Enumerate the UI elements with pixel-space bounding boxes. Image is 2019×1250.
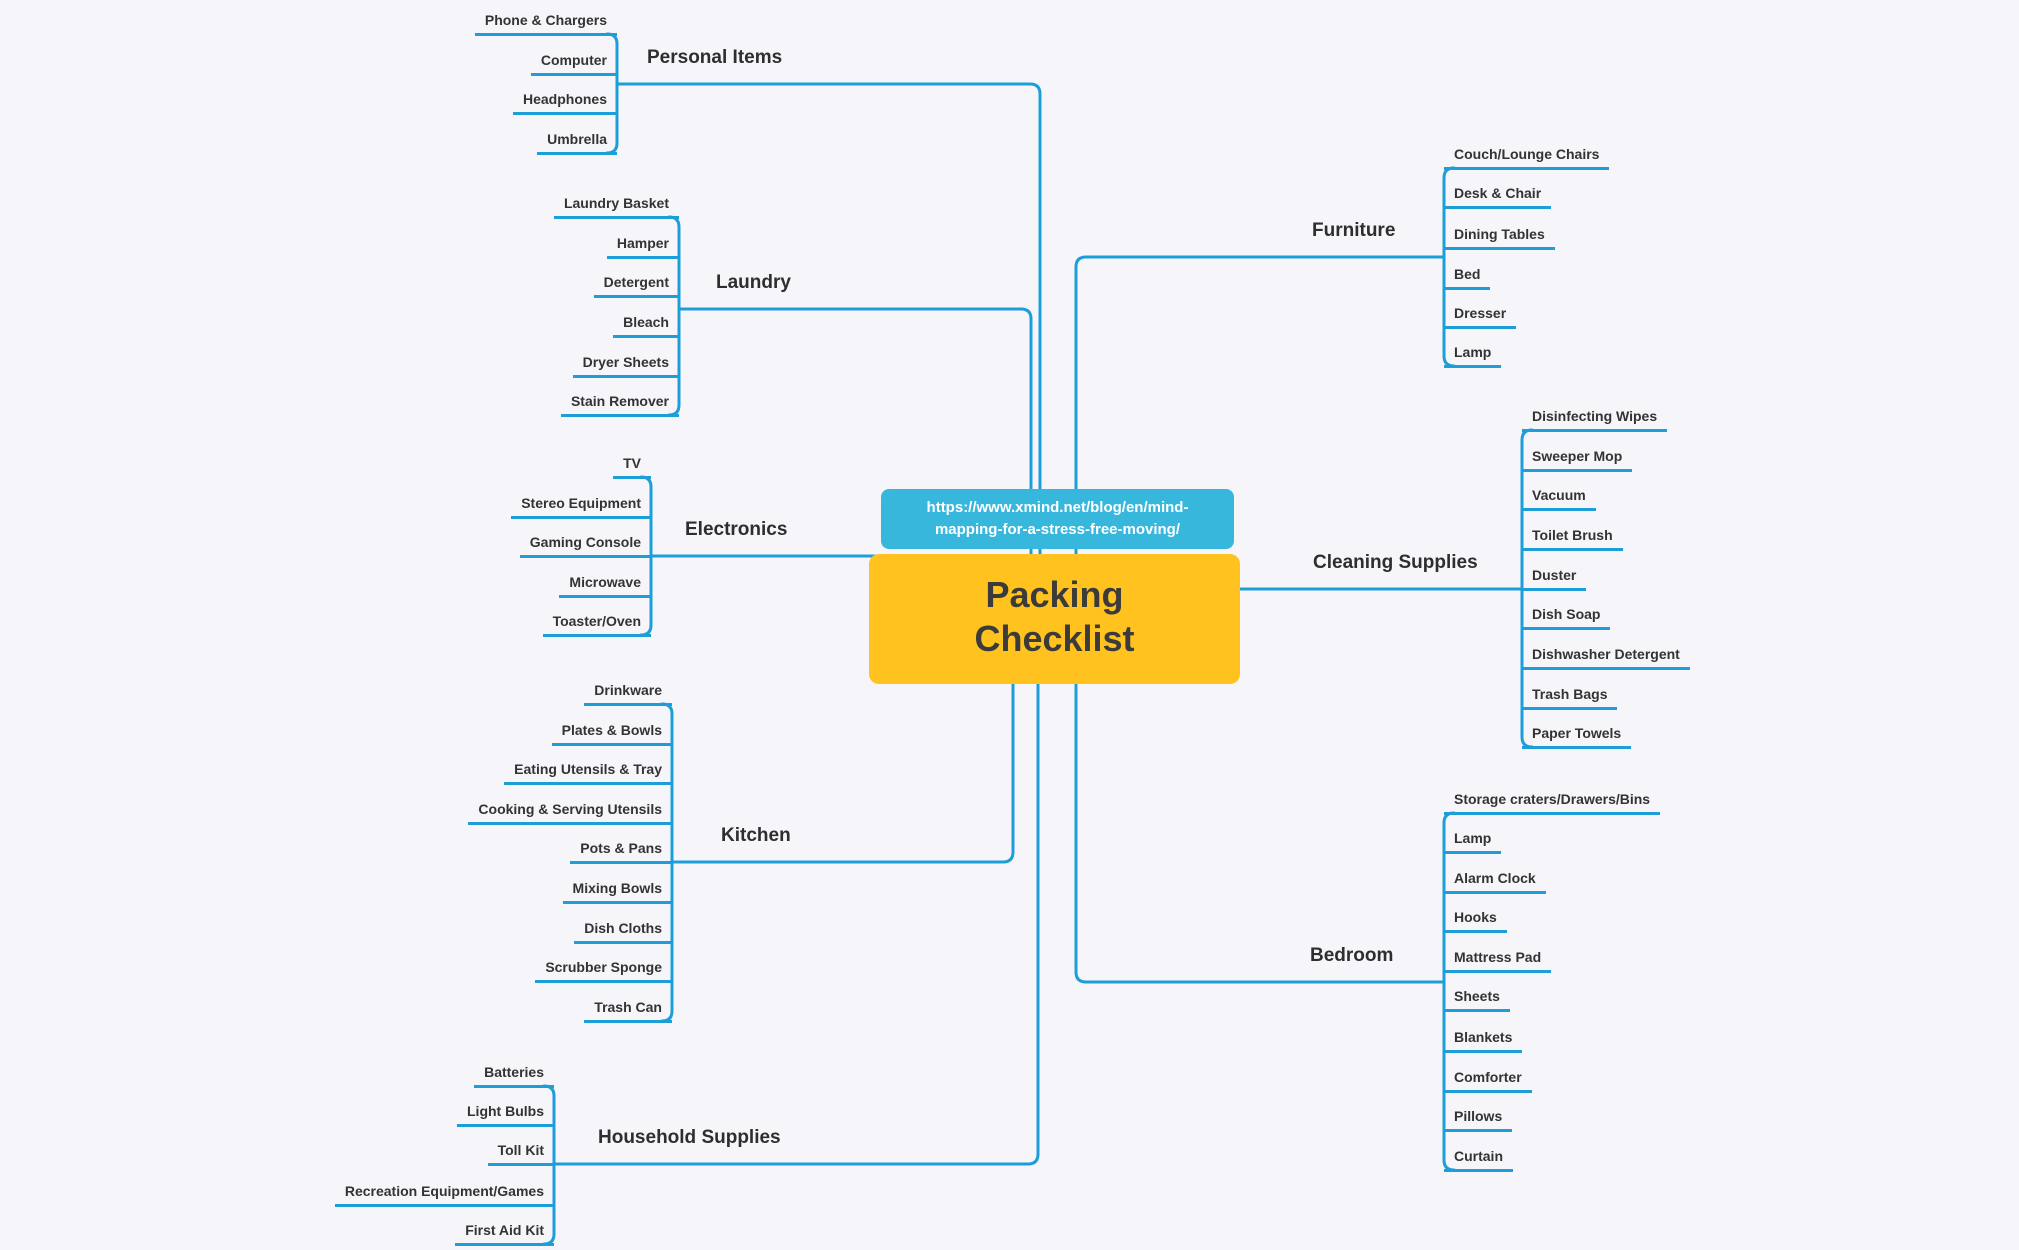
node-bleach[interactable]: Bleach [613, 314, 679, 338]
node-recreation-equipment-games[interactable]: Recreation Equipment/Games [334, 1183, 554, 1207]
node-light-bulbs[interactable]: Light Bulbs [457, 1103, 554, 1127]
node-stain-remover[interactable]: Stain Remover [560, 393, 679, 417]
node-phone-chargers[interactable]: Phone & Chargers [474, 12, 617, 36]
connector-kitchen [670, 678, 1015, 864]
central-topic[interactable]: Packing Checklist [869, 554, 1240, 684]
node-umbrella[interactable]: Umbrella [537, 131, 617, 155]
node-tv[interactable]: TV [613, 455, 651, 479]
node-stereo-equipment[interactable]: Stereo Equipment [511, 495, 651, 519]
node-storage-craters-drawers-bins[interactable]: Storage craters/Drawers/Bins [1444, 791, 1661, 815]
node-disinfecting-wipes[interactable]: Disinfecting Wipes [1522, 408, 1668, 432]
node-toilet-brush[interactable]: Toilet Brush [1522, 527, 1623, 551]
node-blankets[interactable]: Blankets [1444, 1029, 1523, 1053]
node-computer[interactable]: Computer [530, 52, 617, 76]
node-dresser[interactable]: Dresser [1444, 305, 1517, 329]
connector-household [552, 678, 1040, 1166]
node-dining-tables[interactable]: Dining Tables [1444, 226, 1555, 250]
node-couch-lounge-chairs[interactable]: Couch/Lounge Chairs [1444, 146, 1610, 170]
node-dryer-sheets[interactable]: Dryer Sheets [572, 354, 679, 378]
node-curtain[interactable]: Curtain [1444, 1148, 1513, 1172]
node-microwave[interactable]: Microwave [559, 574, 651, 598]
node-trash-can[interactable]: Trash Can [584, 999, 672, 1023]
branch-electronics[interactable]: Electronics [685, 519, 788, 540]
branch-furniture[interactable]: Furniture [1312, 220, 1396, 241]
node-paper-towels[interactable]: Paper Towels [1522, 725, 1632, 749]
node-first-aid-kit[interactable]: First Aid Kit [455, 1222, 554, 1246]
node-pots-pans[interactable]: Pots & Pans [570, 840, 672, 864]
node-gaming-console[interactable]: Gaming Console [519, 534, 651, 558]
node-desk-chair[interactable]: Desk & Chair [1444, 185, 1552, 209]
node-mixing-bowls[interactable]: Mixing Bowls [562, 880, 672, 904]
branch-bedroom[interactable]: Bedroom [1310, 945, 1394, 966]
node-vacuum[interactable]: Vacuum [1522, 487, 1596, 511]
node-sheets[interactable]: Sheets [1444, 988, 1510, 1012]
node-batteries[interactable]: Batteries [474, 1064, 554, 1088]
branch-personal-items[interactable]: Personal Items [647, 47, 783, 68]
node-alarm-clock[interactable]: Alarm Clock [1444, 870, 1546, 894]
node-pillows[interactable]: Pillows [1444, 1108, 1513, 1132]
central-topic-line2: Checklist [974, 618, 1135, 659]
node-hooks[interactable]: Hooks [1444, 909, 1507, 933]
branch-cleaning-supplies[interactable]: Cleaning Supplies [1313, 552, 1478, 573]
node-drinkware[interactable]: Drinkware [584, 682, 672, 706]
connector-bedroom [1074, 678, 1446, 984]
node-eating-utensils-tray[interactable]: Eating Utensils & Tray [504, 761, 672, 785]
node-bedroom-lamp[interactable]: Lamp [1444, 830, 1502, 854]
node-toaster-oven[interactable]: Toaster/Oven [542, 613, 651, 637]
branch-laundry[interactable]: Laundry [716, 272, 791, 293]
node-furniture-lamp[interactable]: Lamp [1444, 344, 1502, 368]
central-topic-line1: Packing [985, 574, 1124, 615]
node-dish-cloths[interactable]: Dish Cloths [574, 920, 672, 944]
node-cooking-serving-utensils[interactable]: Cooking & Serving Utensils [468, 801, 672, 825]
node-plates-bowls[interactable]: Plates & Bowls [551, 722, 672, 746]
branch-kitchen[interactable]: Kitchen [721, 825, 791, 846]
node-toll-kit[interactable]: Toll Kit [487, 1142, 554, 1166]
node-trash-bags[interactable]: Trash Bags [1522, 686, 1618, 710]
node-mattress-pad[interactable]: Mattress Pad [1444, 949, 1552, 973]
branch-household-supplies[interactable]: Household Supplies [598, 1127, 781, 1148]
connector-laundry [677, 307, 1033, 602]
node-sweeper-mop[interactable]: Sweeper Mop [1522, 448, 1633, 472]
node-scrubber-sponge[interactable]: Scrubber Sponge [535, 959, 672, 983]
xmind-url-link[interactable]: https://www.xmind.net/blog/en/mind-mappi… [881, 489, 1234, 549]
node-comforter[interactable]: Comforter [1444, 1069, 1532, 1093]
connector-personal-items [615, 82, 1042, 602]
node-duster[interactable]: Duster [1522, 567, 1587, 591]
node-headphones[interactable]: Headphones [512, 91, 617, 115]
node-laundry-basket[interactable]: Laundry Basket [553, 195, 679, 219]
node-hamper[interactable]: Hamper [606, 235, 679, 259]
connector-furniture [1074, 255, 1446, 602]
node-dish-soap[interactable]: Dish Soap [1522, 606, 1611, 630]
node-dishwasher-detergent[interactable]: Dishwasher Detergent [1522, 646, 1690, 670]
node-bed[interactable]: Bed [1444, 266, 1491, 290]
node-detergent[interactable]: Detergent [593, 274, 679, 298]
